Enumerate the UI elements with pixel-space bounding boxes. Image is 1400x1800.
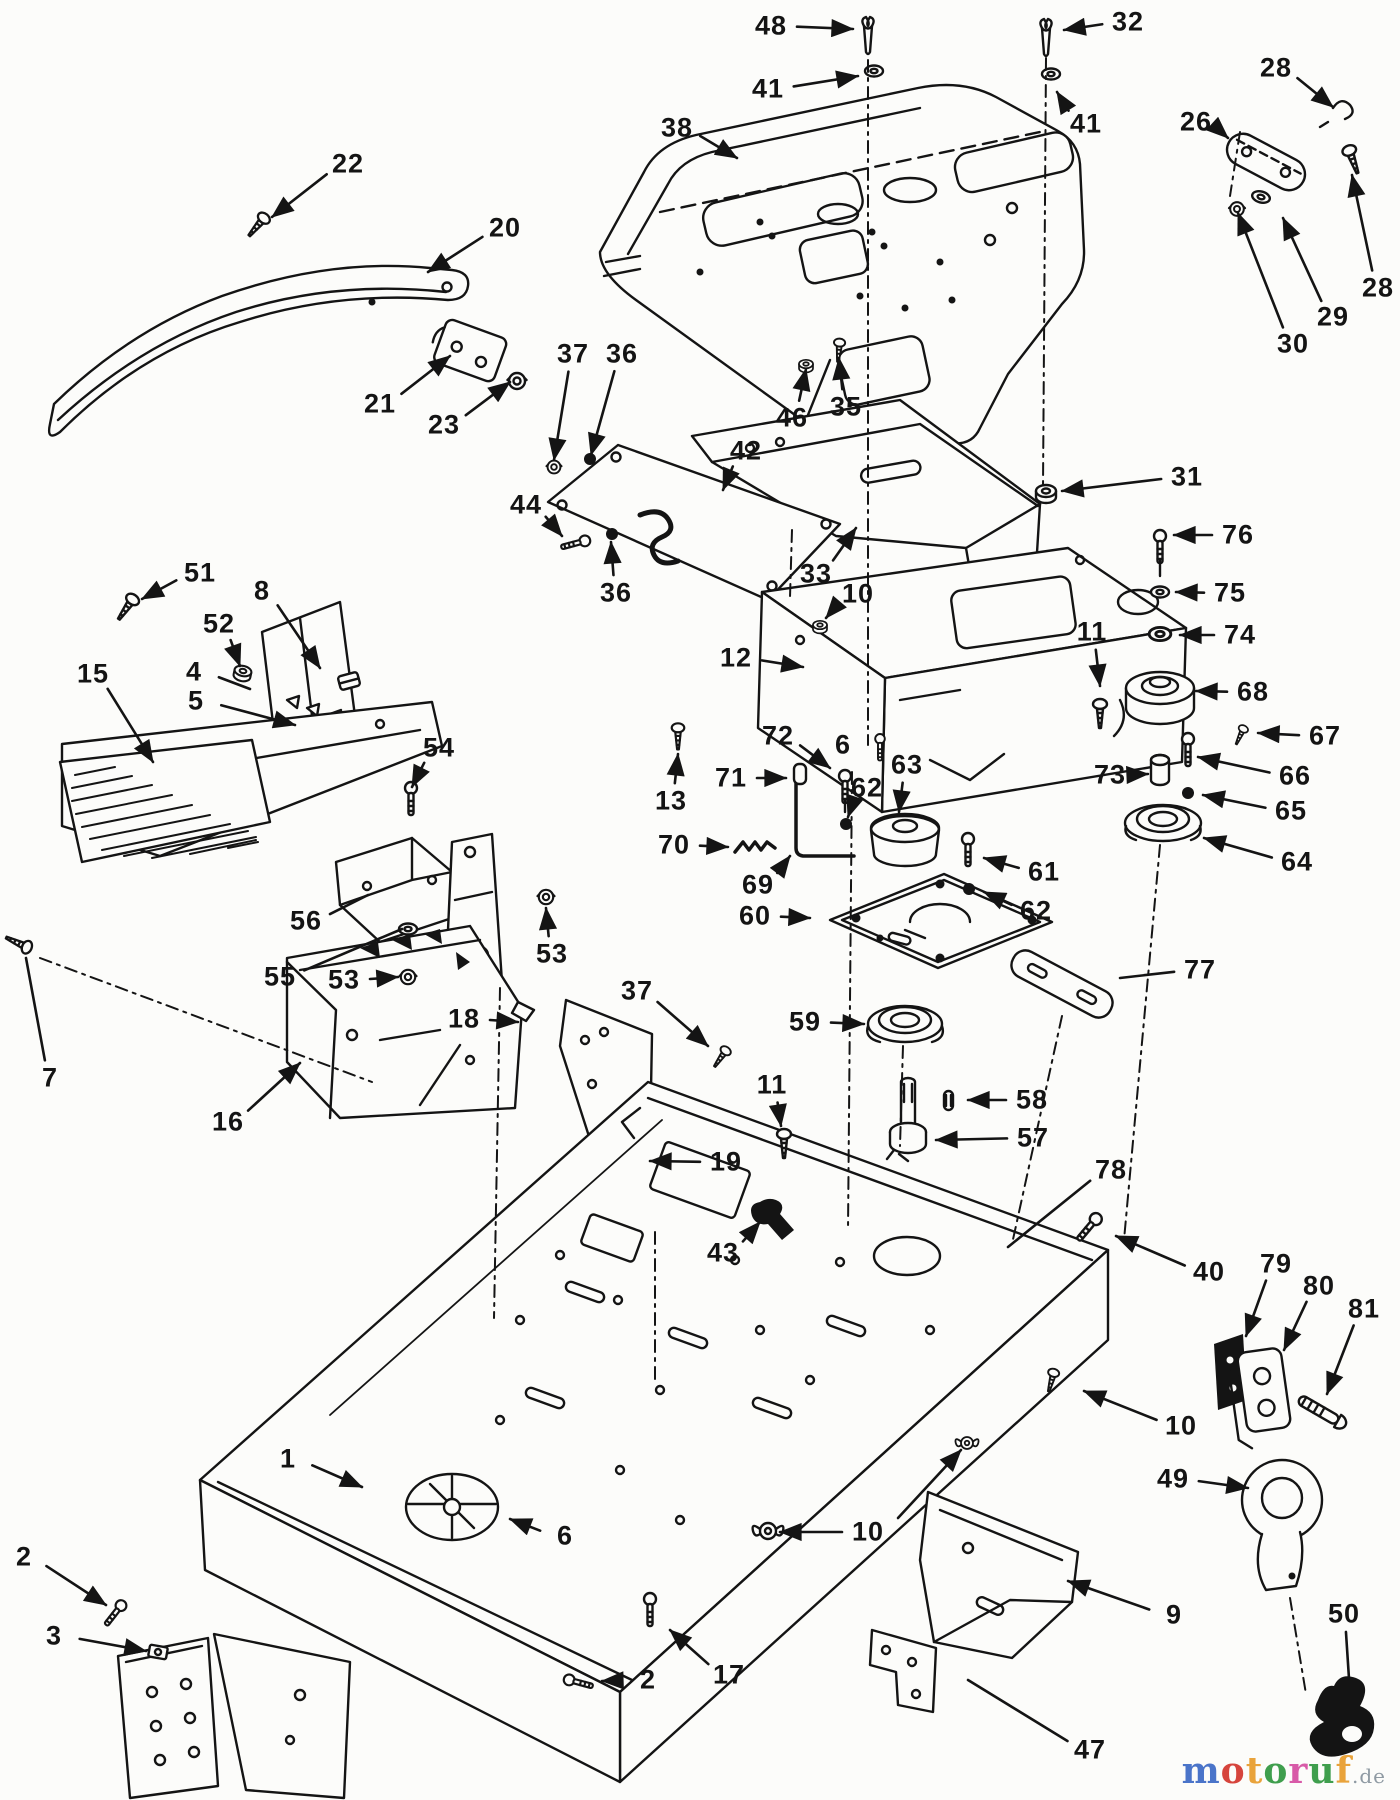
part-rod-69 <box>794 764 856 858</box>
part-plate-bottom-left <box>116 1632 352 1800</box>
part-panel-16 <box>285 924 524 1120</box>
watermark-suffix: .de <box>1352 1764 1386 1788</box>
part-pulley-68 <box>1124 670 1196 726</box>
part-bearing-59 <box>866 1004 945 1044</box>
hardware-fasteners <box>2 15 1366 1693</box>
part-shaft-57 <box>885 1076 928 1163</box>
part-clip-28 <box>1318 100 1354 129</box>
part-screw-81 <box>1297 1395 1348 1430</box>
part-chassis-1 <box>198 1080 1110 1784</box>
part-bracket-47 <box>868 1628 938 1714</box>
part-latch-block-80 <box>1227 1347 1292 1450</box>
part-tow-hook-49 <box>1240 1458 1324 1592</box>
part-spring-70 <box>733 840 777 854</box>
part-bracket-77 <box>1010 949 1114 1019</box>
part-cover-plate-26 <box>1225 132 1307 192</box>
callout-leaders <box>24 17 1374 1743</box>
part-hook-50 <box>1309 1676 1375 1757</box>
watermark-logo: motoruf.de <box>1182 1750 1386 1792</box>
watermark-word: motoruf <box>1181 1750 1352 1792</box>
part-clip-43 <box>751 1198 794 1240</box>
part-bracket-12 <box>756 546 1188 814</box>
part-hood-38 <box>598 83 1086 445</box>
part-latch-pad-79 <box>1214 1334 1247 1410</box>
part-handle-20 <box>47 264 508 437</box>
part-step-plate-15 <box>58 738 272 864</box>
part-isolator-63 <box>869 812 941 868</box>
part-bracket-21 <box>431 318 508 383</box>
part-bracket-9 <box>918 1490 1080 1660</box>
part-pin-58 <box>942 1089 955 1112</box>
part-bearing-64 <box>1123 803 1203 843</box>
part-bracket-56 <box>334 836 454 944</box>
construction-lines <box>39 57 1307 1695</box>
part-slot-plate-42 <box>546 443 842 602</box>
